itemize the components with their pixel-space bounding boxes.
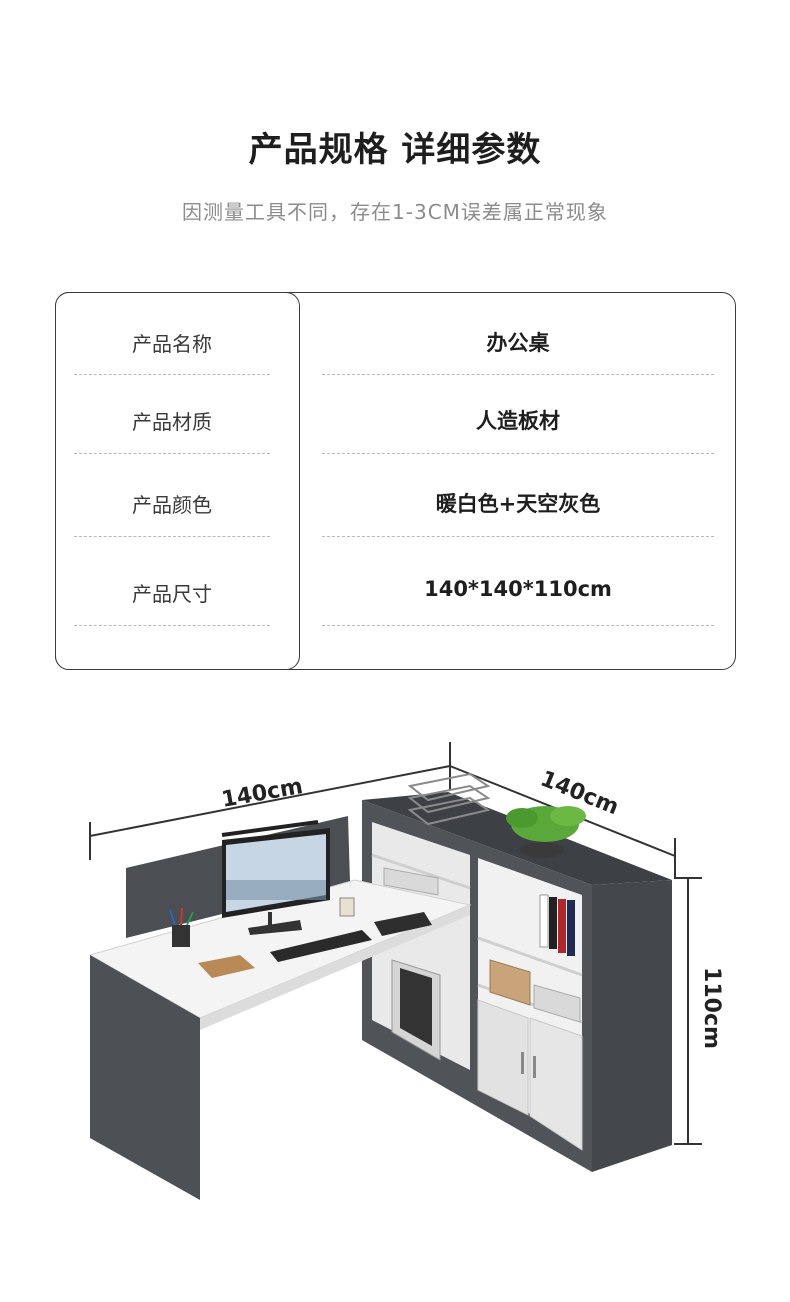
spec-value-material: 人造板材 [476, 409, 560, 433]
page-title: 产品规格 详细参数 [248, 130, 542, 170]
spec-label-color: 产品颜色 [132, 493, 212, 517]
spec-label-size: 产品尺寸 [132, 582, 212, 606]
desk [88, 816, 472, 1200]
storage-boxes [489, 959, 531, 1006]
spec-value-name: 办公桌 [486, 331, 550, 355]
spec-value-size: 140*140*110cm [424, 577, 612, 601]
row-divider [74, 374, 270, 375]
keyboard [270, 930, 372, 962]
row-divider [74, 625, 270, 626]
spec-label-material: 产品材质 [132, 410, 212, 434]
height-dimension-line [674, 877, 702, 1145]
notebook [198, 955, 255, 978]
row-divider [74, 536, 270, 537]
pen-holder [172, 925, 190, 947]
potted-plant [506, 806, 586, 858]
row-divider [322, 625, 714, 626]
row-divider [322, 536, 714, 537]
desk-illustration: 140cm 140cm 110cm [88, 742, 724, 1200]
storage-cabinet [362, 792, 672, 1172]
row-divider [322, 453, 714, 454]
height-label: 110cm [699, 967, 724, 1049]
spec-table-label-column [55, 292, 300, 670]
row-divider [322, 374, 714, 375]
monitor [221, 820, 330, 935]
row-divider [74, 453, 270, 454]
page-subtitle: 因测量工具不同，存在1-3CM误差属正常现象 [182, 200, 608, 224]
mouse-pad [374, 912, 432, 936]
paper-tray [407, 772, 491, 826]
width-label: 140cm [220, 774, 305, 813]
spec-value-color: 暖白色+天空灰色 [435, 492, 601, 516]
books [383, 867, 439, 896]
cup [339, 897, 355, 917]
spec-label-name: 产品名称 [132, 332, 212, 356]
